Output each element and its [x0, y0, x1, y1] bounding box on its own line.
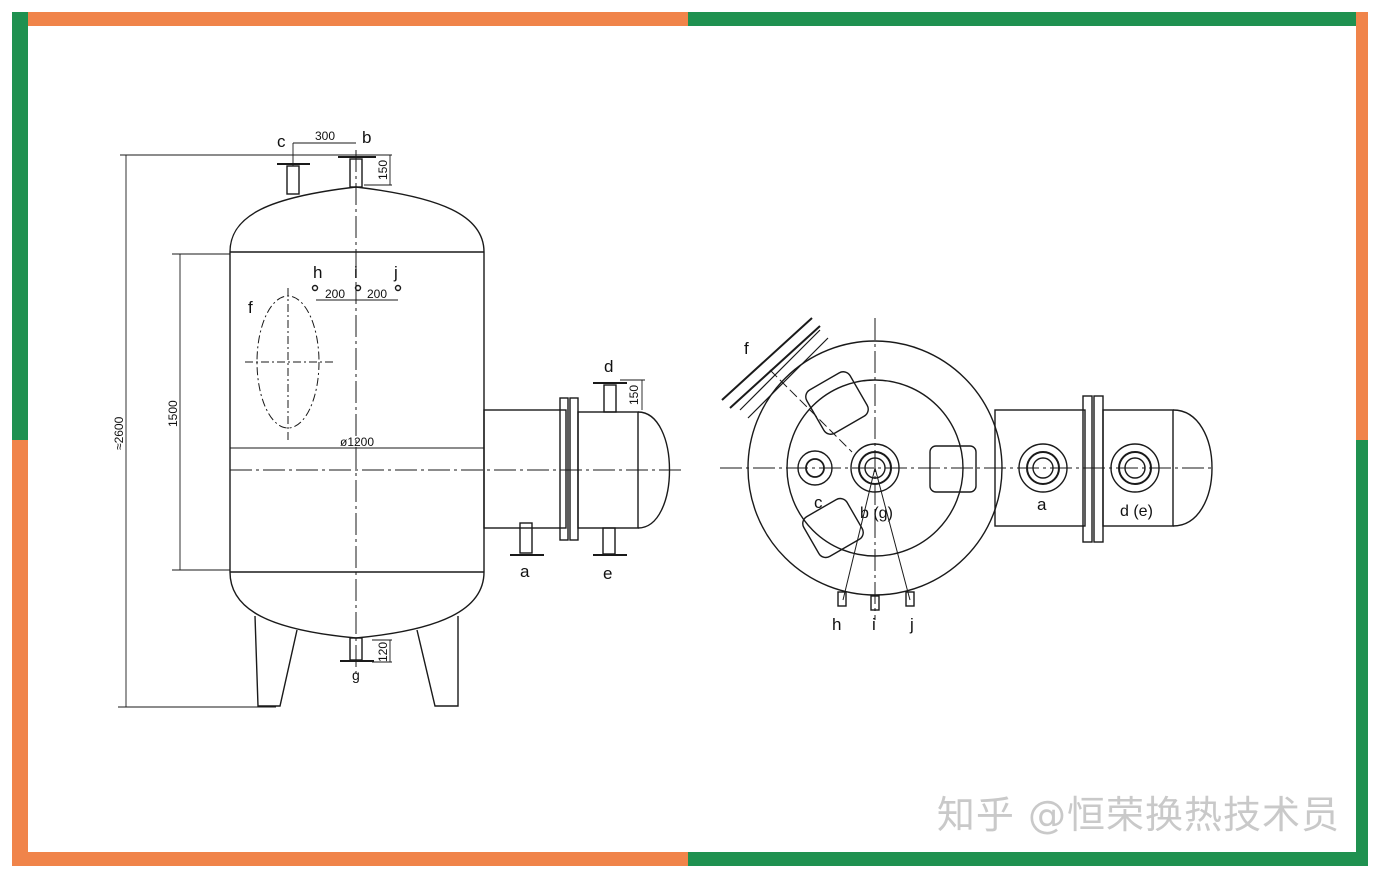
dim-phi1200: ø1200 [340, 435, 374, 449]
dim-2600: ≈2600 [112, 416, 126, 450]
side-view-dimensions [118, 142, 645, 708]
top-label-f: f [744, 339, 749, 358]
top-label-de: d (e) [1120, 503, 1153, 520]
label-c: c [277, 132, 286, 151]
dim-150-side: 150 [627, 385, 641, 405]
tube-bundle-body [483, 409, 567, 529]
label-f: f [248, 298, 253, 317]
label-a: a [520, 562, 530, 581]
label-j: j [393, 263, 398, 282]
top-label-a: a [1037, 495, 1047, 514]
label-h: h [313, 263, 322, 282]
leg-right [416, 616, 459, 707]
watermark: 知乎 @恒荣换热技术员 [936, 793, 1340, 837]
side-view-vessel [229, 150, 685, 707]
dim-1500: 1500 [166, 400, 180, 427]
top-label-j: j [909, 615, 914, 634]
dim-120: 120 [376, 642, 390, 662]
top-label-c: c [814, 493, 823, 512]
label-d: d [604, 357, 613, 376]
dim-200-left: 200 [325, 287, 345, 301]
leg-left [254, 615, 298, 707]
label-b: b [362, 128, 371, 147]
frame-bottom-left [12, 852, 688, 866]
frame-bottom-right [688, 852, 1368, 866]
frame-top-left [12, 12, 688, 26]
top-label-h: h [832, 615, 841, 634]
top-label-bg: b (g) [860, 505, 893, 522]
label-e: e [603, 564, 612, 583]
dim-300: 300 [315, 129, 335, 143]
frame-left-bottom [12, 440, 28, 866]
frame-right-bottom [1356, 440, 1368, 866]
frame-right-top [1356, 12, 1368, 440]
frame-left-top [12, 12, 28, 440]
frame-top-right [688, 12, 1368, 26]
label-g: g [352, 667, 360, 683]
vessel-shell [229, 186, 485, 639]
label-i: i [354, 263, 358, 282]
dim-150-top: 150 [376, 160, 390, 180]
top-label-i: i [872, 615, 876, 634]
top-view-vessel [720, 317, 1215, 620]
dim-200-right: 200 [367, 287, 387, 301]
